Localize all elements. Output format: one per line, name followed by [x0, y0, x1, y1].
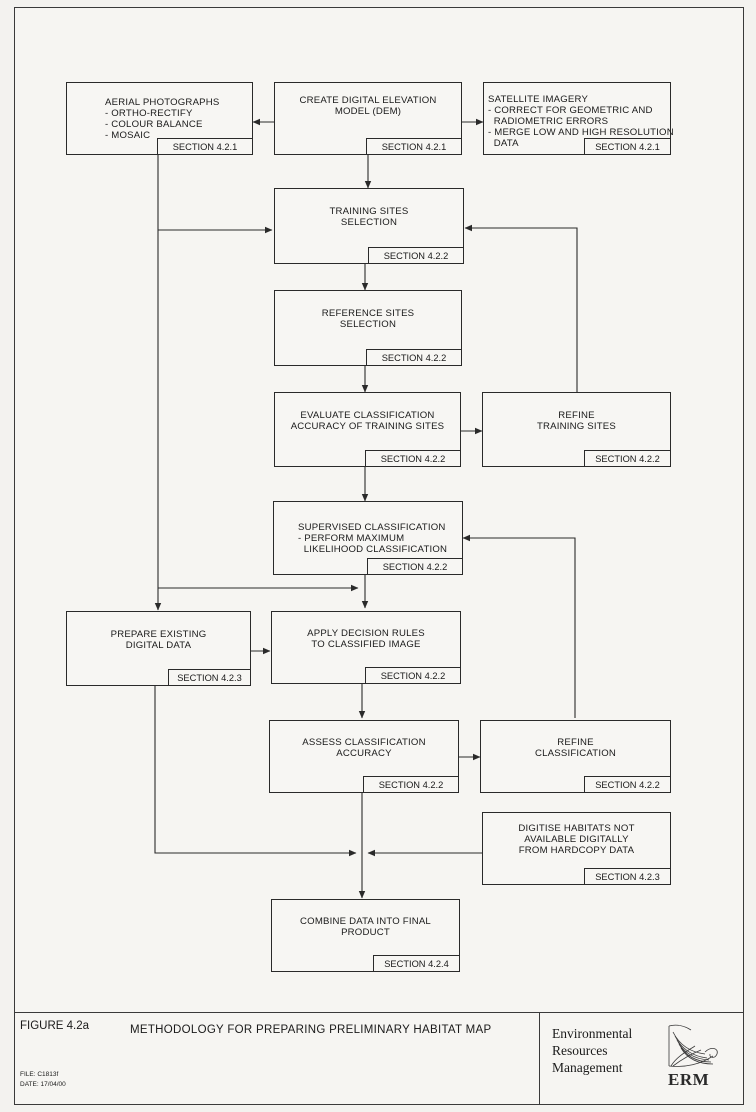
apply-line-2: TO CLASSIFIED IMAGE [311, 638, 421, 650]
prepare-line-1: PREPARE EXISTING [110, 628, 207, 640]
aerial-section-label: SECTION 4.2.1 [157, 138, 252, 154]
refine-class-line-2: CLASSIFICATION [535, 747, 616, 759]
supervised-line-2: - PERFORM MAXIMUM [298, 533, 405, 544]
digitise-line-3: FROM HARDCOPY DATA [518, 845, 635, 856]
satellite-line-2: - CORRECT FOR GEOMETRIC AND [488, 105, 653, 116]
refine-classification-box: REFINE CLASSIFICATION SECTION 4.2.2 [480, 720, 671, 793]
supervised-line-3: LIKELIHOOD CLASSIFICATION [298, 544, 448, 555]
refine-training-text: REFINE TRAINING SITES [487, 393, 666, 448]
figure-title: METHODOLOGY FOR PREPARING PRELIMINARY HA… [130, 1024, 492, 1036]
dem-box: CREATE DIGITAL ELEVATION MODEL (DEM) SEC… [274, 82, 462, 155]
combine-text: COMBINE DATA INTO FINAL PRODUCT [276, 900, 455, 953]
evaluate-line-1: EVALUATE CLASSIFICATION [300, 409, 435, 421]
footer-divider [14, 1012, 744, 1013]
digitise-text: DIGITISE HABITATS NOT AVAILABLE DIGITALL… [487, 813, 666, 866]
company-line-2: Resources [552, 1043, 608, 1058]
assess-text: ASSESS CLASSIFICATION ACCURACY [274, 721, 454, 774]
combine-data-box: COMBINE DATA INTO FINAL PRODUCT SECTION … [271, 899, 460, 972]
training-sites-box: TRAINING SITES SELECTION SECTION 4.2.2 [274, 188, 464, 264]
reference-line-1: REFERENCE SITES [321, 308, 415, 319]
reference-sites-box: REFERENCE SITES SELECTION SECTION 4.2.2 [274, 290, 462, 366]
aerial-photographs-box: AERIAL PHOTOGRAPHS - ORTHO-RECTIFY - COL… [66, 82, 253, 155]
refine-class-section-label: SECTION 4.2.2 [584, 776, 670, 792]
aerial-line-3: - COLOUR BALANCE [105, 119, 203, 130]
combine-section-label: SECTION 4.2.4 [373, 955, 459, 971]
satellite-line-5: DATA [488, 138, 519, 149]
reference-text: REFERENCE SITES SELECTION [279, 291, 457, 347]
training-section-label: SECTION 4.2.2 [368, 247, 463, 263]
reference-line-2: SELECTION [339, 319, 397, 330]
reference-section-label: SECTION 4.2.2 [366, 349, 461, 365]
file-label: FILE: C1813f [20, 1071, 59, 1078]
digitise-line-1: DIGITISE HABITATS NOT [518, 823, 635, 834]
digitise-section-label: SECTION 4.2.3 [584, 868, 670, 884]
erm-logo-icon [668, 1024, 718, 1067]
assess-line-1: ASSESS CLASSIFICATION [302, 736, 426, 748]
assess-section-label: SECTION 4.2.2 [363, 776, 458, 792]
prepare-digital-data-box: PREPARE EXISTING DIGITAL DATA SECTION 4.… [66, 611, 251, 686]
date-label: DATE: 17/04/00 [20, 1081, 66, 1088]
prepare-section-label: SECTION 4.2.3 [168, 669, 250, 685]
evaluate-text: EVALUATE CLASSIFICATION ACCURACY OF TRAI… [279, 393, 456, 448]
dem-text: CREATE DIGITAL ELEVATION MODEL (DEM) [279, 83, 457, 128]
apply-decision-rules-box: APPLY DECISION RULES TO CLASSIFIED IMAGE… [271, 611, 461, 684]
dem-section-label: SECTION 4.2.1 [366, 138, 461, 154]
prepare-text: PREPARE EXISTING DIGITAL DATA [71, 612, 246, 667]
apply-line-1: APPLY DECISION RULES [307, 627, 425, 639]
footer-vertical-divider [539, 1012, 540, 1105]
refine-class-text: REFINE CLASSIFICATION [485, 721, 666, 774]
dem-line-1: CREATE DIGITAL ELEVATION [299, 94, 437, 106]
satellite-section-label: SECTION 4.2.1 [584, 138, 670, 154]
aerial-line-4: - MOSAIC [105, 130, 151, 141]
assess-line-2: ACCURACY [336, 747, 392, 759]
satellite-line-4: - MERGE LOW AND HIGH RESOLUTION [488, 127, 674, 138]
aerial-text: AERIAL PHOTOGRAPHS - ORTHO-RECTIFY - COL… [71, 83, 248, 141]
refine-training-line-2: TRAINING SITES [536, 420, 617, 432]
apply-section-label: SECTION 4.2.2 [365, 667, 460, 683]
apply-text: APPLY DECISION RULES TO CLASSIFIED IMAGE [276, 612, 456, 665]
erm-logo-text: ERM [668, 1070, 710, 1089]
satellite-line-1: SATELLITE IMAGERY [488, 94, 589, 105]
training-text: TRAINING SITES SELECTION [279, 189, 459, 245]
training-line-1: TRAINING SITES [329, 206, 409, 217]
refine-training-section-label: SECTION 4.2.2 [584, 450, 670, 466]
refine-training-line-1: REFINE [558, 409, 595, 421]
company-line-3: Management [552, 1060, 623, 1075]
dem-line-2: MODEL (DEM) [334, 105, 402, 117]
aerial-line-2: - ORTHO-RECTIFY [105, 108, 193, 119]
supervised-classification-box: SUPERVISED CLASSIFICATION - PERFORM MAXI… [273, 501, 463, 575]
satellite-text: SATELLITE IMAGERY - CORRECT FOR GEOMETRI… [488, 83, 674, 149]
figure-number: FIGURE 4.2a [20, 1020, 90, 1032]
satellite-line-3: RADIOMETRIC ERRORS [488, 116, 609, 127]
evaluate-line-2: ACCURACY OF TRAINING SITES [290, 420, 445, 432]
digitise-habitats-box: DIGITISE HABITATS NOT AVAILABLE DIGITALL… [482, 812, 671, 885]
prepare-line-2: DIGITAL DATA [125, 639, 192, 651]
company-line-1: Environmental [552, 1026, 633, 1041]
combine-line-1: COMBINE DATA INTO FINAL [300, 915, 431, 927]
evaluate-section-label: SECTION 4.2.2 [365, 450, 460, 466]
training-line-2: SELECTION [340, 217, 398, 228]
combine-line-2: PRODUCT [341, 926, 390, 938]
supervised-section-label: SECTION 4.2.2 [367, 558, 462, 574]
refine-class-line-1: REFINE [557, 736, 594, 748]
company-name: Environmental Resources Management [552, 1025, 632, 1076]
supervised-line-1: SUPERVISED CLASSIFICATION [298, 522, 446, 533]
aerial-line-1: AERIAL PHOTOGRAPHS [105, 97, 220, 108]
evaluate-classification-box: EVALUATE CLASSIFICATION ACCURACY OF TRAI… [274, 392, 461, 467]
digitise-line-2: AVAILABLE DIGITALLY [524, 834, 629, 845]
assess-classification-box: ASSESS CLASSIFICATION ACCURACY SECTION 4… [269, 720, 459, 793]
supervised-text: SUPERVISED CLASSIFICATION - PERFORM MAXI… [278, 502, 458, 556]
refine-training-box: REFINE TRAINING SITES SECTION 4.2.2 [482, 392, 671, 467]
satellite-imagery-box: SATELLITE IMAGERY - CORRECT FOR GEOMETRI… [483, 82, 674, 155]
